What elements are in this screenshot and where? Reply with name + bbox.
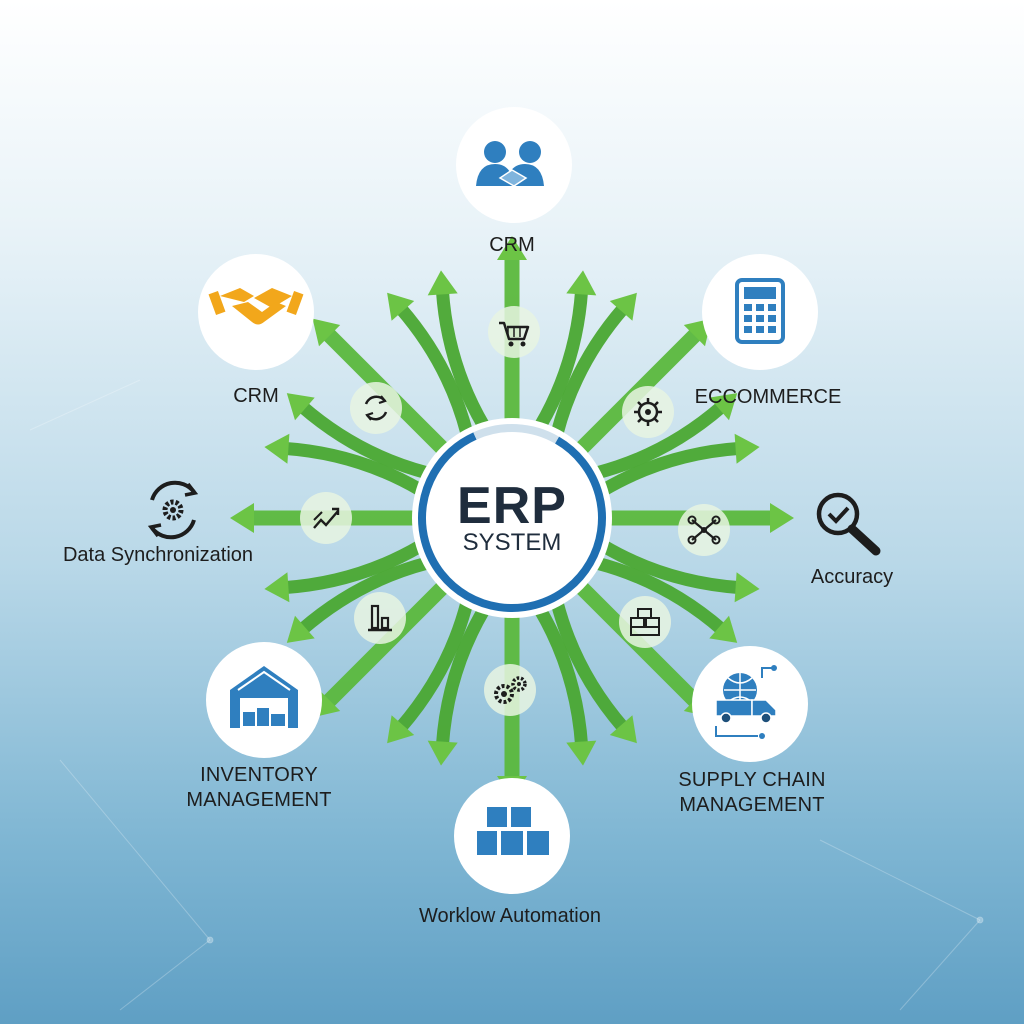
flow-arrow-shaft <box>283 540 424 595</box>
flow-arrow-shaft <box>283 441 424 496</box>
magnifier-check-icon <box>816 492 881 556</box>
flow-arrow-shaft <box>600 441 741 496</box>
flow-arrow-shaft <box>435 289 490 430</box>
flow-arrow-head <box>387 292 415 321</box>
flow-arrow-head <box>312 318 341 347</box>
flow-arrow-shaft <box>395 303 474 435</box>
flow-arrow-head <box>286 393 315 421</box>
flow-arrow-shaft <box>600 540 741 595</box>
flow-arrow-head <box>609 715 637 744</box>
label-crm-top: CRM <box>489 234 535 256</box>
background-network <box>29 379 984 1011</box>
center-title: ERP <box>457 477 567 535</box>
sync-gear-icon <box>147 480 199 540</box>
label-workflow: Worklow Automation <box>419 905 601 927</box>
flow-arrow-shaft <box>534 606 589 747</box>
flow-arrow-head <box>734 572 760 603</box>
flow-arrow-head <box>709 393 738 421</box>
label-crm-left: CRM <box>233 385 279 407</box>
flow-arrow-head <box>566 740 597 766</box>
people-handshake-icon <box>476 141 544 187</box>
trend-arrows-icon <box>300 492 352 544</box>
label-supply-chain: SUPPLY CHAIN MANAGEMENT <box>678 769 826 816</box>
flow-arrow-head <box>264 572 290 603</box>
gears-icon <box>484 664 536 716</box>
flow-arrow-shaft <box>395 601 474 733</box>
boxes-icon <box>475 805 551 857</box>
module-inventory[interactable] <box>206 642 322 758</box>
label-ecommerce: ECCOMMERCE <box>694 386 842 408</box>
module-accuracy[interactable] <box>816 492 881 556</box>
flow-arrow-shaft <box>595 401 727 480</box>
network-nodes-icon <box>678 504 730 556</box>
center-disc <box>412 418 612 618</box>
center-subtitle: SYSTEM <box>462 529 562 556</box>
module-ecommerce[interactable] <box>702 254 818 370</box>
label-accuracy: Accuracy <box>810 566 894 588</box>
flow-arrow-shaft <box>321 580 450 709</box>
flow-arrow-shaft <box>435 606 490 747</box>
flow-arrow-shaft <box>534 289 589 430</box>
module-crm-top[interactable] <box>456 107 572 223</box>
flow-arrow-head <box>427 270 458 296</box>
flow-arrow-head <box>734 433 760 464</box>
module-supply-chain[interactable] <box>692 646 808 762</box>
flow-arrow-head <box>387 715 415 744</box>
label-data-sync: Data Synchronization <box>62 544 254 566</box>
flow-arrow-shaft <box>550 303 629 435</box>
flow-arrow-shaft <box>550 601 629 733</box>
cart-icon <box>488 306 540 358</box>
chart-bars-icon <box>354 592 406 644</box>
flow-arrow-head <box>427 740 458 766</box>
flow-arrow-shaft <box>297 401 429 480</box>
flow-arrow-head <box>264 433 290 464</box>
flow-arrow-head <box>566 270 597 296</box>
flow-arrow-head <box>709 615 738 643</box>
flow-arrow-head <box>609 292 637 321</box>
flow-arrow-head <box>230 503 254 533</box>
refresh-icon <box>350 382 402 434</box>
flow-arrow-head <box>770 503 794 533</box>
module-crm-left[interactable] <box>198 254 314 370</box>
center-ring-gap <box>418 424 606 612</box>
flow-arrow-head <box>497 236 527 260</box>
module-workflow[interactable] <box>454 778 570 894</box>
spoke-icons <box>300 306 730 716</box>
gear-arrows-icon <box>622 386 674 438</box>
module-data-sync[interactable] <box>147 480 199 540</box>
calculator-icon <box>735 278 785 344</box>
flow-arrow-shaft <box>297 556 429 635</box>
truck-globe-icon <box>715 665 777 739</box>
flow-arrow-head <box>286 615 315 643</box>
bricks-icon <box>619 596 671 648</box>
flow-arrow-shaft <box>595 556 727 635</box>
handshake-icon <box>208 288 304 325</box>
erp-center[interactable] <box>389 395 635 641</box>
warehouse-icon <box>230 666 298 728</box>
label-inventory: INVENTORY MANAGEMENT <box>186 764 332 811</box>
